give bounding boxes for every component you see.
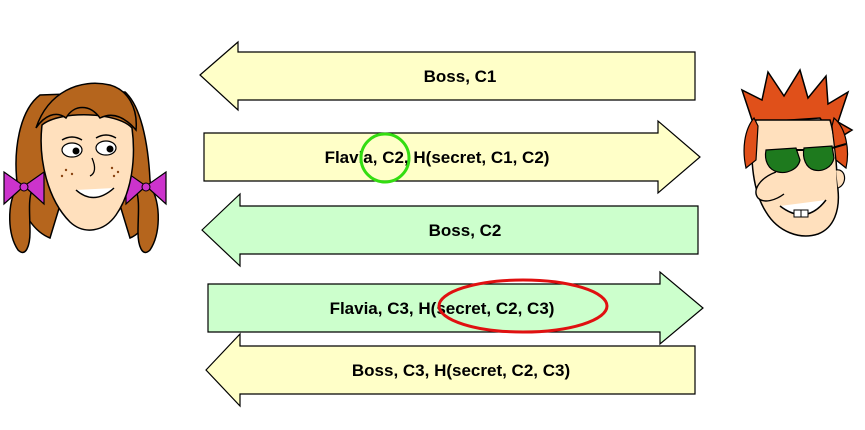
arrow-left-boss-c2 bbox=[201, 192, 699, 268]
message-label: Boss, C2 bbox=[429, 221, 502, 240]
girl-face-icon bbox=[3, 82, 167, 254]
message-label: Boss, C3, H(secret, C2, C3) bbox=[352, 361, 570, 380]
boy-face-sunglasses-icon bbox=[740, 68, 854, 237]
arrow-left-boss-c3 bbox=[205, 332, 696, 408]
arrow-left-boss-c1 bbox=[199, 40, 696, 112]
arrow-right-flavia-c2 bbox=[203, 119, 701, 195]
message-label: Flavia, C2, H(secret, C1, C2) bbox=[325, 148, 550, 167]
message-label: Boss, C1 bbox=[424, 67, 497, 86]
message-label: Flavia, C3, H(secret, C2, C3) bbox=[330, 299, 555, 318]
highlight-circle-c2 bbox=[359, 132, 411, 184]
highlight-ellipse-hash bbox=[437, 278, 609, 334]
